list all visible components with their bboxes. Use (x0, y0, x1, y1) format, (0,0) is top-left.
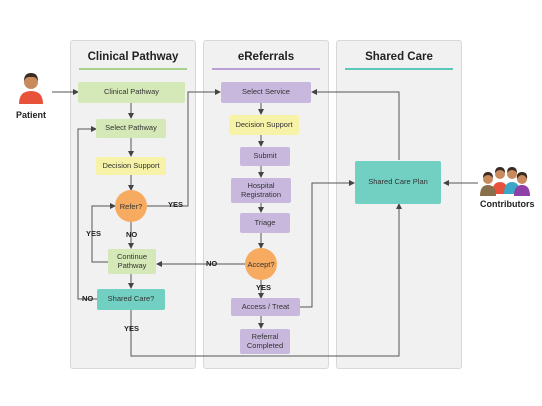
edge-loop-yes (91, 203, 116, 263)
access-treat-node: Access / Treat (231, 298, 300, 316)
referral-completed-node: Referral Completed (240, 329, 290, 354)
refer-decision: Refer? (115, 190, 147, 222)
contributors-label: Contributors (480, 199, 535, 209)
continue-pathway-node: Continue Pathway (108, 249, 156, 274)
accept-yes-label: YES (256, 283, 272, 292)
edge-access-to-plan (300, 180, 355, 308)
shared-no-label: NO (82, 294, 94, 303)
triage-node: Triage (240, 213, 290, 233)
refer-yes-label: YES (168, 200, 184, 209)
submit-node: Submit (240, 147, 290, 166)
edge-shared-yes (130, 203, 402, 357)
edge-shared-no (77, 126, 97, 300)
lane-underline (79, 68, 187, 70)
lane-title: Clinical Pathway (87, 51, 179, 63)
edge-refer-yes (147, 89, 221, 207)
lane-underline (345, 68, 453, 70)
accept-decision: Accept? (245, 248, 277, 280)
patient-icon (19, 73, 43, 104)
decision-support-node: Decision Support (96, 157, 166, 175)
lane-title: Shared Care (365, 51, 433, 63)
select-service-node: Select Service (221, 82, 311, 103)
clinical-pathway-node: Clinical Pathway (78, 82, 185, 103)
shared-care-plan-node: Shared Care Plan (355, 161, 441, 204)
contributors-icon (480, 167, 530, 196)
shared-care-decision-node: Shared Care? (97, 289, 165, 310)
decision-support-node: Decision Support (229, 115, 299, 135)
shared-yes-label: YES (124, 324, 140, 333)
lane-title: eReferrals (237, 51, 295, 63)
lane-underline (212, 68, 320, 70)
loop-yes-label: YES (86, 229, 102, 238)
select-pathway-node: Select Pathway (96, 119, 166, 138)
edge-plan-to-service (311, 89, 400, 160)
accept-no-label: NO (206, 259, 218, 268)
patient-label: Patient (16, 110, 47, 120)
refer-no-label: NO (126, 230, 138, 239)
hospital-registration-node: Hospital Registration (231, 178, 291, 203)
